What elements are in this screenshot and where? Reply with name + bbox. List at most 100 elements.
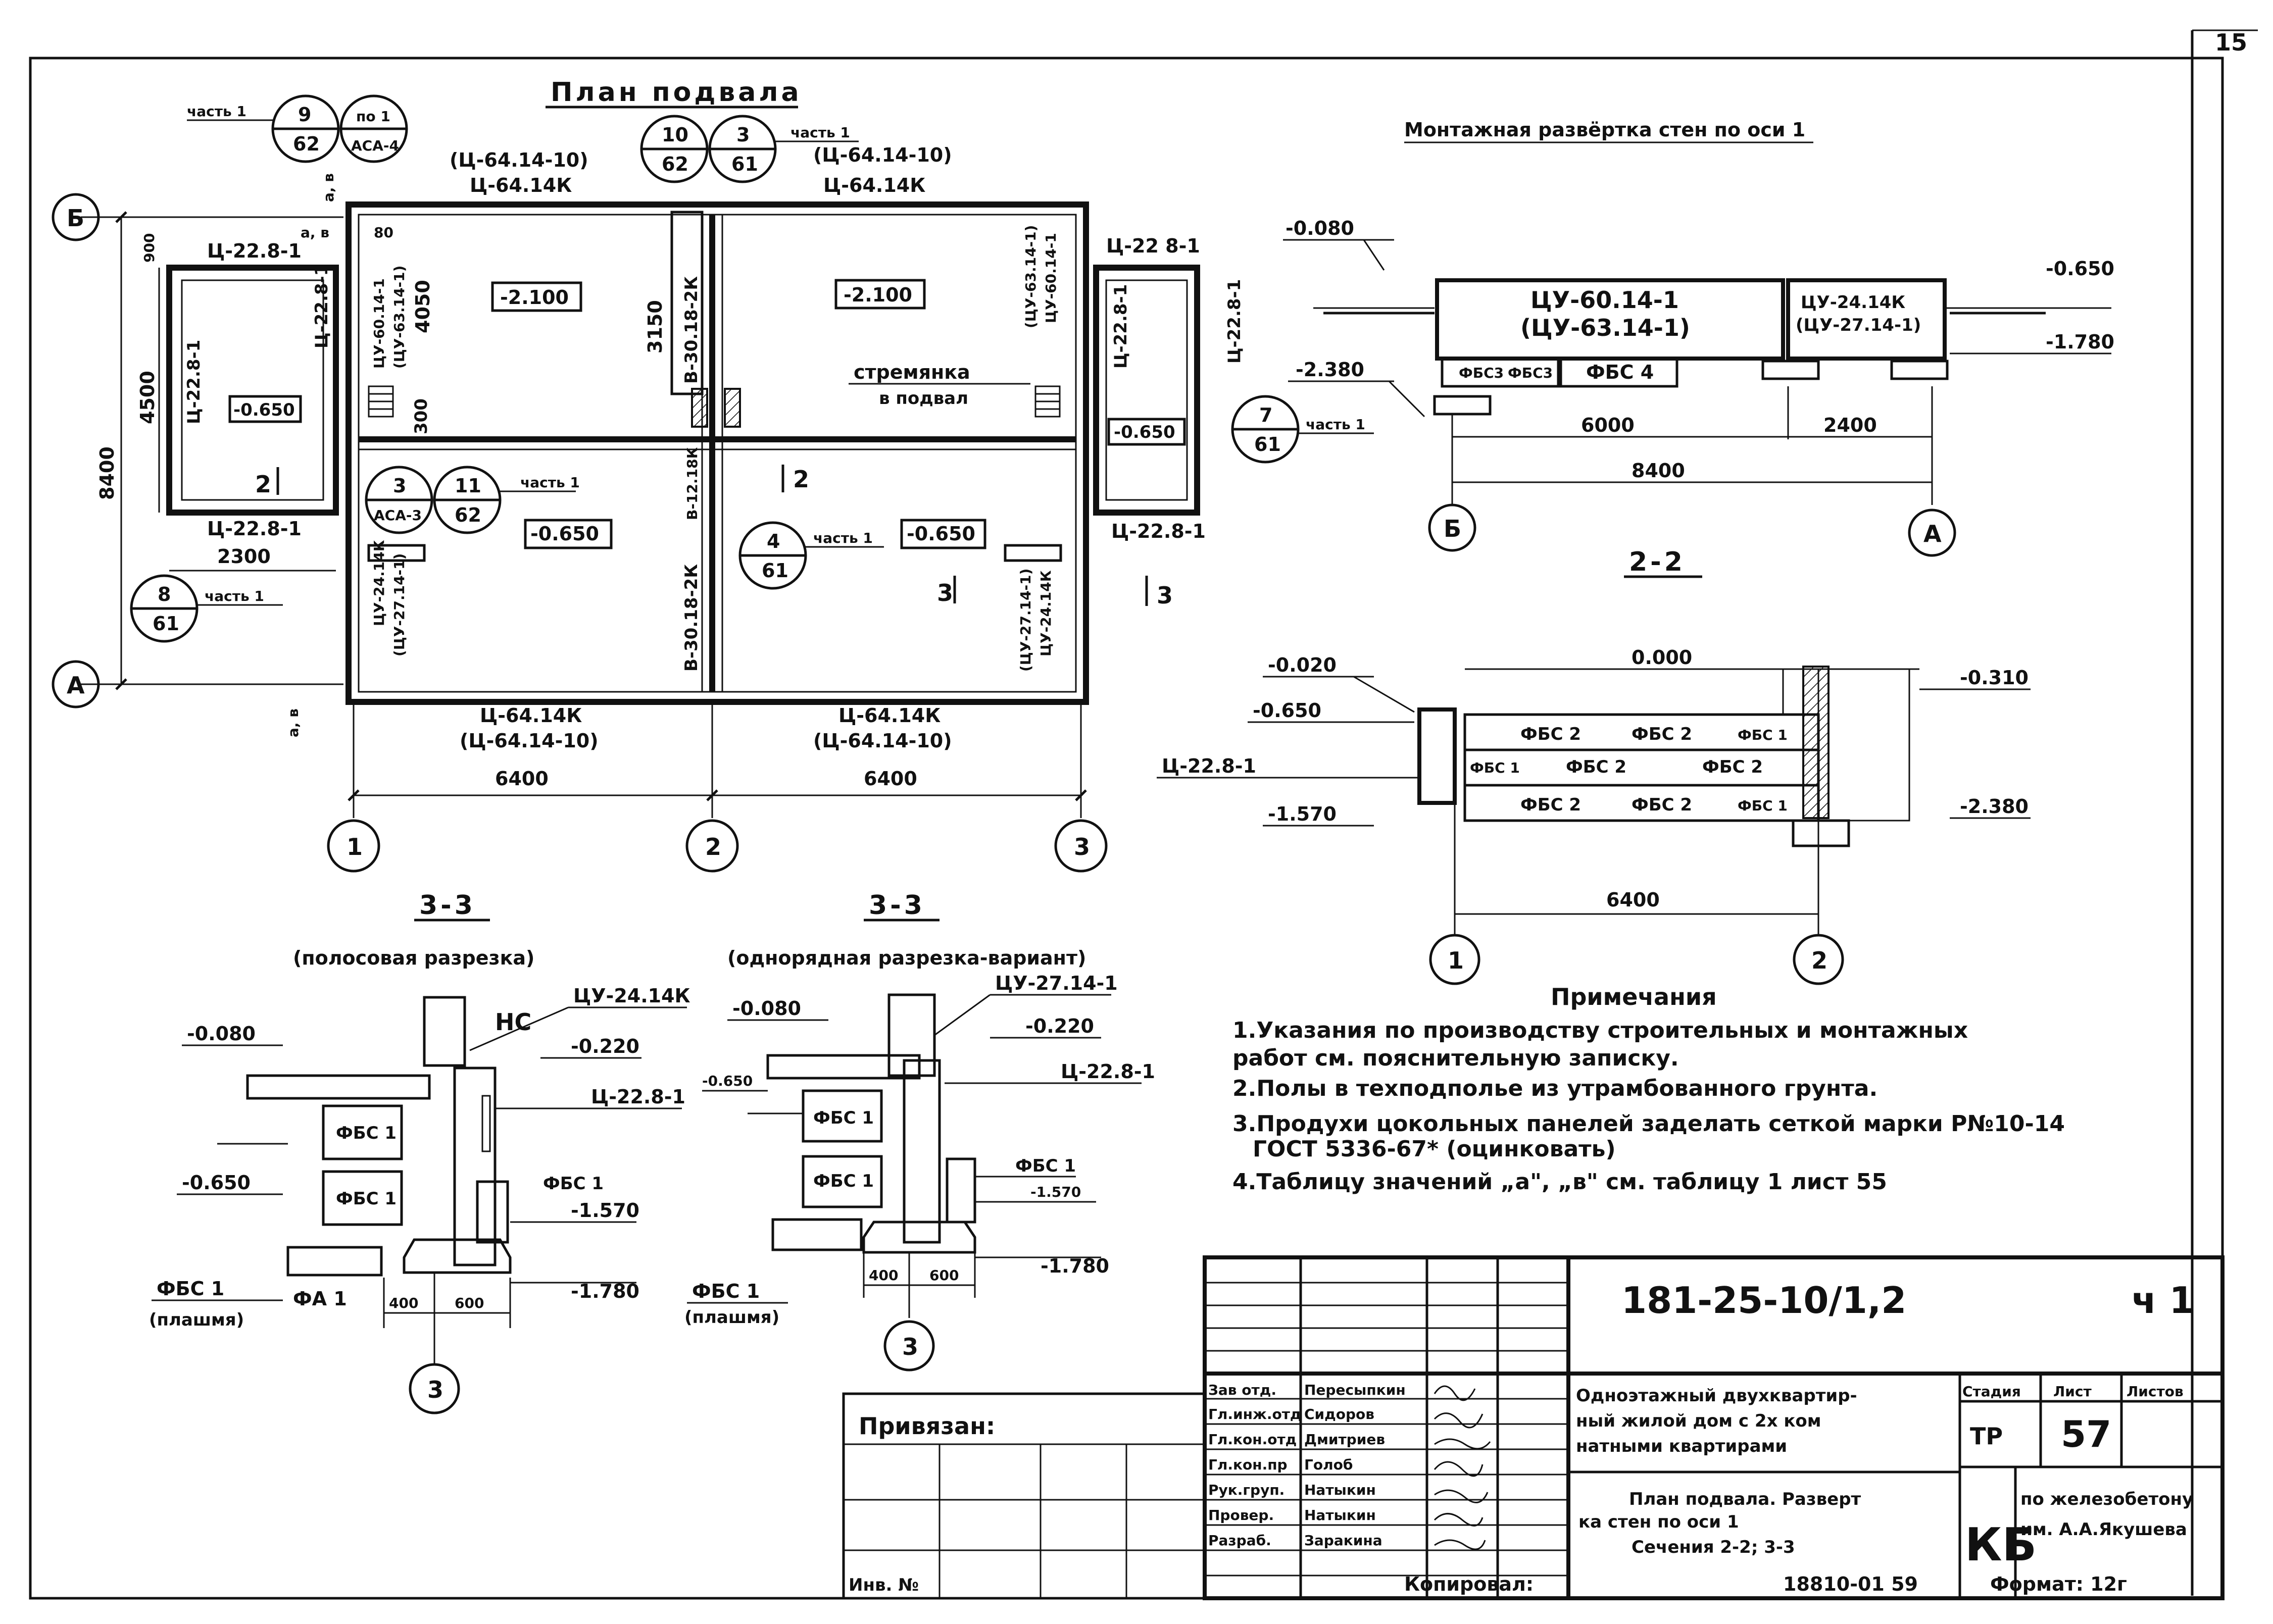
s33b-axis: 3 (883, 1320, 935, 1372)
plan-dim-80: 80 (374, 224, 393, 241)
name-4: Натыкин (1304, 1482, 1376, 1498)
s33b-title: 3-3 (869, 890, 925, 921)
object-line-2: ный жилой дом с 2х ком (1576, 1411, 1821, 1431)
format-label: Формат: 12г (1990, 1573, 2127, 1595)
s22-b2: ФБС 2 (1632, 724, 1692, 744)
plan-ab-top2: а, в (301, 224, 329, 241)
plan-level-4: -0.650 (530, 523, 599, 545)
elev-axis-B: Б (1428, 503, 1476, 552)
s22-axis-1: 1 (1429, 934, 1480, 985)
plan-top-wall-2: (Ц-64.14-10) (813, 144, 952, 166)
s33a-lvl-3: -0.650 (182, 1172, 251, 1194)
callout-7-61: 7 61 часть 1 (1231, 395, 1374, 464)
s22-wall: Ц-22.8-1 (1162, 755, 1256, 777)
org-name-2: им. А.А.Якушева (2020, 1519, 2187, 1540)
svg-text:А: А (1923, 520, 1942, 547)
plan-level-5: -0.650 (907, 523, 975, 545)
notes-block: Примечания 1.Указания по производству ст… (1232, 983, 2065, 1195)
s33a-lvl-5: -1.780 (571, 1280, 639, 1302)
h-sheets: Листов (2127, 1383, 2184, 1400)
axis-bubble-2: 2 (685, 819, 739, 873)
callout-3-asa3: 3 АСА-3 (365, 466, 433, 534)
plan-ladder-b: в подвал (879, 388, 968, 409)
svg-text:11: 11 (455, 475, 481, 497)
s33a-d2: 600 (455, 1295, 484, 1311)
elev-panel-2b: (ЦУ-27.14-1) (1796, 315, 1921, 335)
svg-text:7: 7 (1259, 404, 1272, 426)
sheet-value: 57 (2061, 1413, 2111, 1455)
elev-dim-6000: 6000 (1581, 414, 1635, 436)
name-2: Дмитриев (1304, 1431, 1385, 1448)
plan-top-wall-1b: Ц-64.14К (470, 174, 572, 196)
name-0: Пересыпкин (1304, 1382, 1406, 1398)
s33a-panel: ЦУ-24.14К (573, 985, 690, 1007)
role-6: Разраб. (1208, 1532, 1271, 1549)
note-3: 3.Продухи цокольных панелей заделать сет… (1232, 1111, 2065, 1137)
svg-text:часть 1: часть 1 (205, 588, 264, 604)
corner-sheet-number: 15 (2215, 29, 2247, 56)
note-2: 2.Полы в техподполье из утрамбованного г… (1232, 1076, 1877, 1101)
s33b-fbs-left: ФБС 1 (692, 1280, 760, 1302)
plan-sec-3: 3 (937, 579, 953, 606)
plan-top-wall-2b: Ц-64.14К (823, 174, 925, 196)
name-6: Заракина (1304, 1532, 1382, 1549)
svg-text:часть 1: часть 1 (1306, 416, 1365, 433)
axis-bubble-3: 3 (1054, 819, 1108, 873)
axis-bubble-B: Б (52, 193, 100, 241)
copied-label: Копировал: (1404, 1573, 1534, 1595)
section-3-3-a: 3-3 (полосовая разрезка) ФБС 1 ФБС 1 НС … (149, 890, 690, 1414)
plan-wall-cu1b: (ЦУ-63.14-1) (391, 266, 408, 369)
plan-wall-cu2b: ЦУ-60.14-1 (1043, 233, 1059, 323)
svg-text:61: 61 (731, 153, 758, 175)
s33a-b2: ФБС 1 (336, 1189, 397, 1209)
elev-lvl-c: -2.380 (1296, 359, 1364, 381)
plan-wall-c8: Ц-22.8-1 (1111, 520, 1206, 542)
svg-text:АСА-4: АСА-4 (351, 137, 399, 154)
sheet-name-3: Сечения 2-2; 3-3 (1632, 1537, 1795, 1557)
callout-9-62: 9 62 часть 1 (187, 94, 340, 163)
s33b-fbs-left-b: (плашмя) (684, 1307, 779, 1328)
svg-text:часть 1: часть 1 (790, 124, 850, 141)
s22-b4: ФБС 1 (1470, 759, 1520, 776)
plan-sec-3b: 3 (1157, 582, 1173, 609)
svg-text:4: 4 (767, 530, 780, 552)
s33b-d2: 600 (929, 1267, 959, 1284)
s33b-panel: ЦУ-27.14-1 (995, 972, 1118, 994)
plan-sec-2: 2 (255, 471, 271, 498)
s33b-lvl-1: -0.080 (732, 997, 801, 1020)
signature-scribbles (1434, 1385, 1491, 1550)
s33a-fbs-left-b: (плашмя) (149, 1310, 244, 1330)
s22-b8: ФБС 2 (1632, 795, 1692, 815)
plan-level-6: -0.650 (1114, 422, 1175, 442)
plan-dim-900: 900 (141, 233, 158, 263)
svg-text:3: 3 (393, 475, 406, 497)
s33b-subtitle: (однорядная разрезка-вариант) (727, 947, 1086, 969)
s22-axis-2: 2 (1793, 934, 1844, 985)
s33b-lvl-5: -1.780 (1041, 1255, 1109, 1277)
s33b-b3: ФБС 1 (1015, 1156, 1076, 1176)
elev-panel-2: ЦУ-24.14К (1801, 292, 1905, 313)
sheet-name-1: План подвала. Разверт (1629, 1489, 1861, 1509)
s33b-lvl-2: -0.220 (1025, 1015, 1094, 1037)
doc-part: ч 1 (2132, 1279, 2195, 1322)
axis-bubble-1: 1 (327, 819, 380, 873)
s22-lvl-6: -2.380 (1960, 795, 2029, 818)
elev-panel-1b: (ЦУ-63.14-1) (1520, 314, 1690, 341)
s33a-fa: ФА 1 (293, 1288, 347, 1310)
org-name-1: по железобетону (2020, 1489, 2193, 1509)
s22-b1: ФБС 2 (1520, 724, 1581, 744)
elev-lvl-a: -0.080 (1286, 217, 1354, 239)
svg-text:часть 1: часть 1 (520, 474, 580, 491)
role-1: Гл.инж.отд (1208, 1406, 1302, 1423)
s33a-subtitle: (полосовая разрезка) (293, 947, 534, 969)
s22-b6: ФБС 2 (1702, 757, 1763, 777)
plan-wall-c1: Ц-22.8-1 (207, 240, 302, 262)
callout-11-62: 11 62 часть 1 (433, 466, 580, 534)
doc-code: 181-25-10/1,2 (1621, 1279, 1906, 1322)
svg-text:часть 1: часть 1 (187, 103, 246, 120)
bound-label: Привязан: (859, 1412, 995, 1440)
plan-dim-4050: 4050 (412, 280, 434, 333)
svg-text:10: 10 (662, 124, 688, 146)
footer-num: 18810-01 59 (1783, 1573, 1918, 1595)
sheet-name-2: ка стен по оси 1 (1578, 1512, 1739, 1532)
